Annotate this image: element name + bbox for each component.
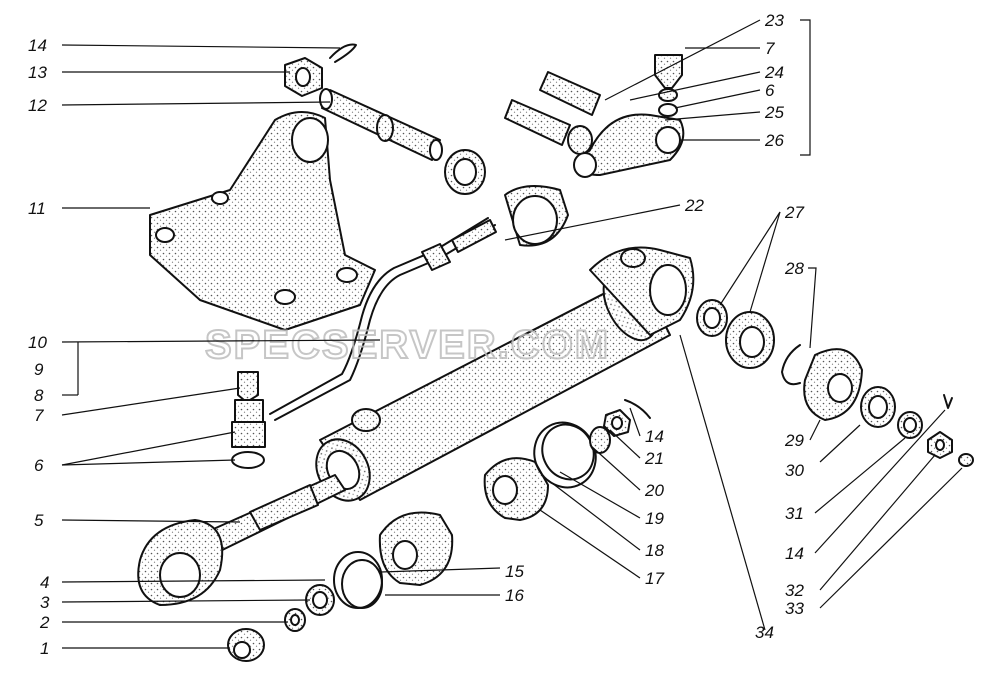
label-6-top: 6 [765,81,775,100]
banjo-bolt [231,371,266,469]
label-6: 6 [34,456,44,475]
seal-cup [504,185,569,247]
bushing [444,149,486,195]
label-4: 4 [40,573,49,592]
leader-lines [61,19,963,649]
label-16: 16 [505,586,524,605]
part-number-labels: 14 13 12 11 10 9 8 7 6 5 4 3 2 1 15 16 1… [28,11,804,658]
label-30: 30 [785,461,804,480]
label-33: 33 [785,599,804,618]
hydraulic-pipe [269,217,497,421]
dust-cover [803,348,863,421]
label-9: 9 [34,360,44,379]
label-26: 26 [764,131,784,150]
cotter-pin-right [943,394,953,409]
label-34: 34 [755,623,774,642]
label-32: 32 [785,581,804,600]
label-12: 12 [28,96,47,115]
label-2: 2 [39,613,50,632]
piston [378,511,454,586]
castle-nut [284,57,323,97]
watermark: SPECSERVER.COM [205,323,610,367]
end-nut [227,628,265,662]
label-14-gland: 14 [645,427,664,446]
washer-small [284,608,306,632]
grease-nipple [958,453,974,467]
label-7: 7 [34,406,44,425]
bearing-inner [725,311,775,369]
nut-right [927,431,953,459]
gland [483,457,549,521]
label-25: 25 [764,103,784,122]
label-15: 15 [505,562,524,581]
label-3: 3 [40,593,50,612]
label-1: 1 [40,639,49,658]
spacer-bushing [860,386,896,428]
gland-nut [589,399,651,454]
label-13: 13 [28,63,47,82]
label-18: 18 [645,541,664,560]
o-ring [333,551,383,609]
label-5: 5 [34,511,44,530]
label-20: 20 [644,481,664,500]
label-22: 22 [684,196,704,215]
label-10: 10 [28,333,47,352]
bearing-outer [696,299,728,337]
pivot-pin [319,88,443,161]
label-23: 23 [764,11,784,30]
label-17: 17 [645,569,664,588]
label-24: 24 [764,63,784,82]
label-19: 19 [645,509,664,528]
piston-rod [137,474,346,606]
seal-ring-small [305,584,335,616]
label-11: 11 [28,199,46,218]
cotter-pin [329,43,357,63]
mounting-bracket [149,111,376,331]
label-8: 8 [34,386,44,405]
label-27: 27 [784,203,804,222]
cylinder-barrel [315,246,695,502]
label-28: 28 [784,259,804,278]
label-7-top: 7 [765,39,775,58]
washer-right [897,411,923,439]
label-14-right: 14 [785,544,804,563]
retaining-ring [781,344,801,386]
label-29: 29 [784,431,804,450]
label-21: 21 [644,449,664,468]
label-14: 14 [28,36,47,55]
label-31: 31 [785,504,804,523]
